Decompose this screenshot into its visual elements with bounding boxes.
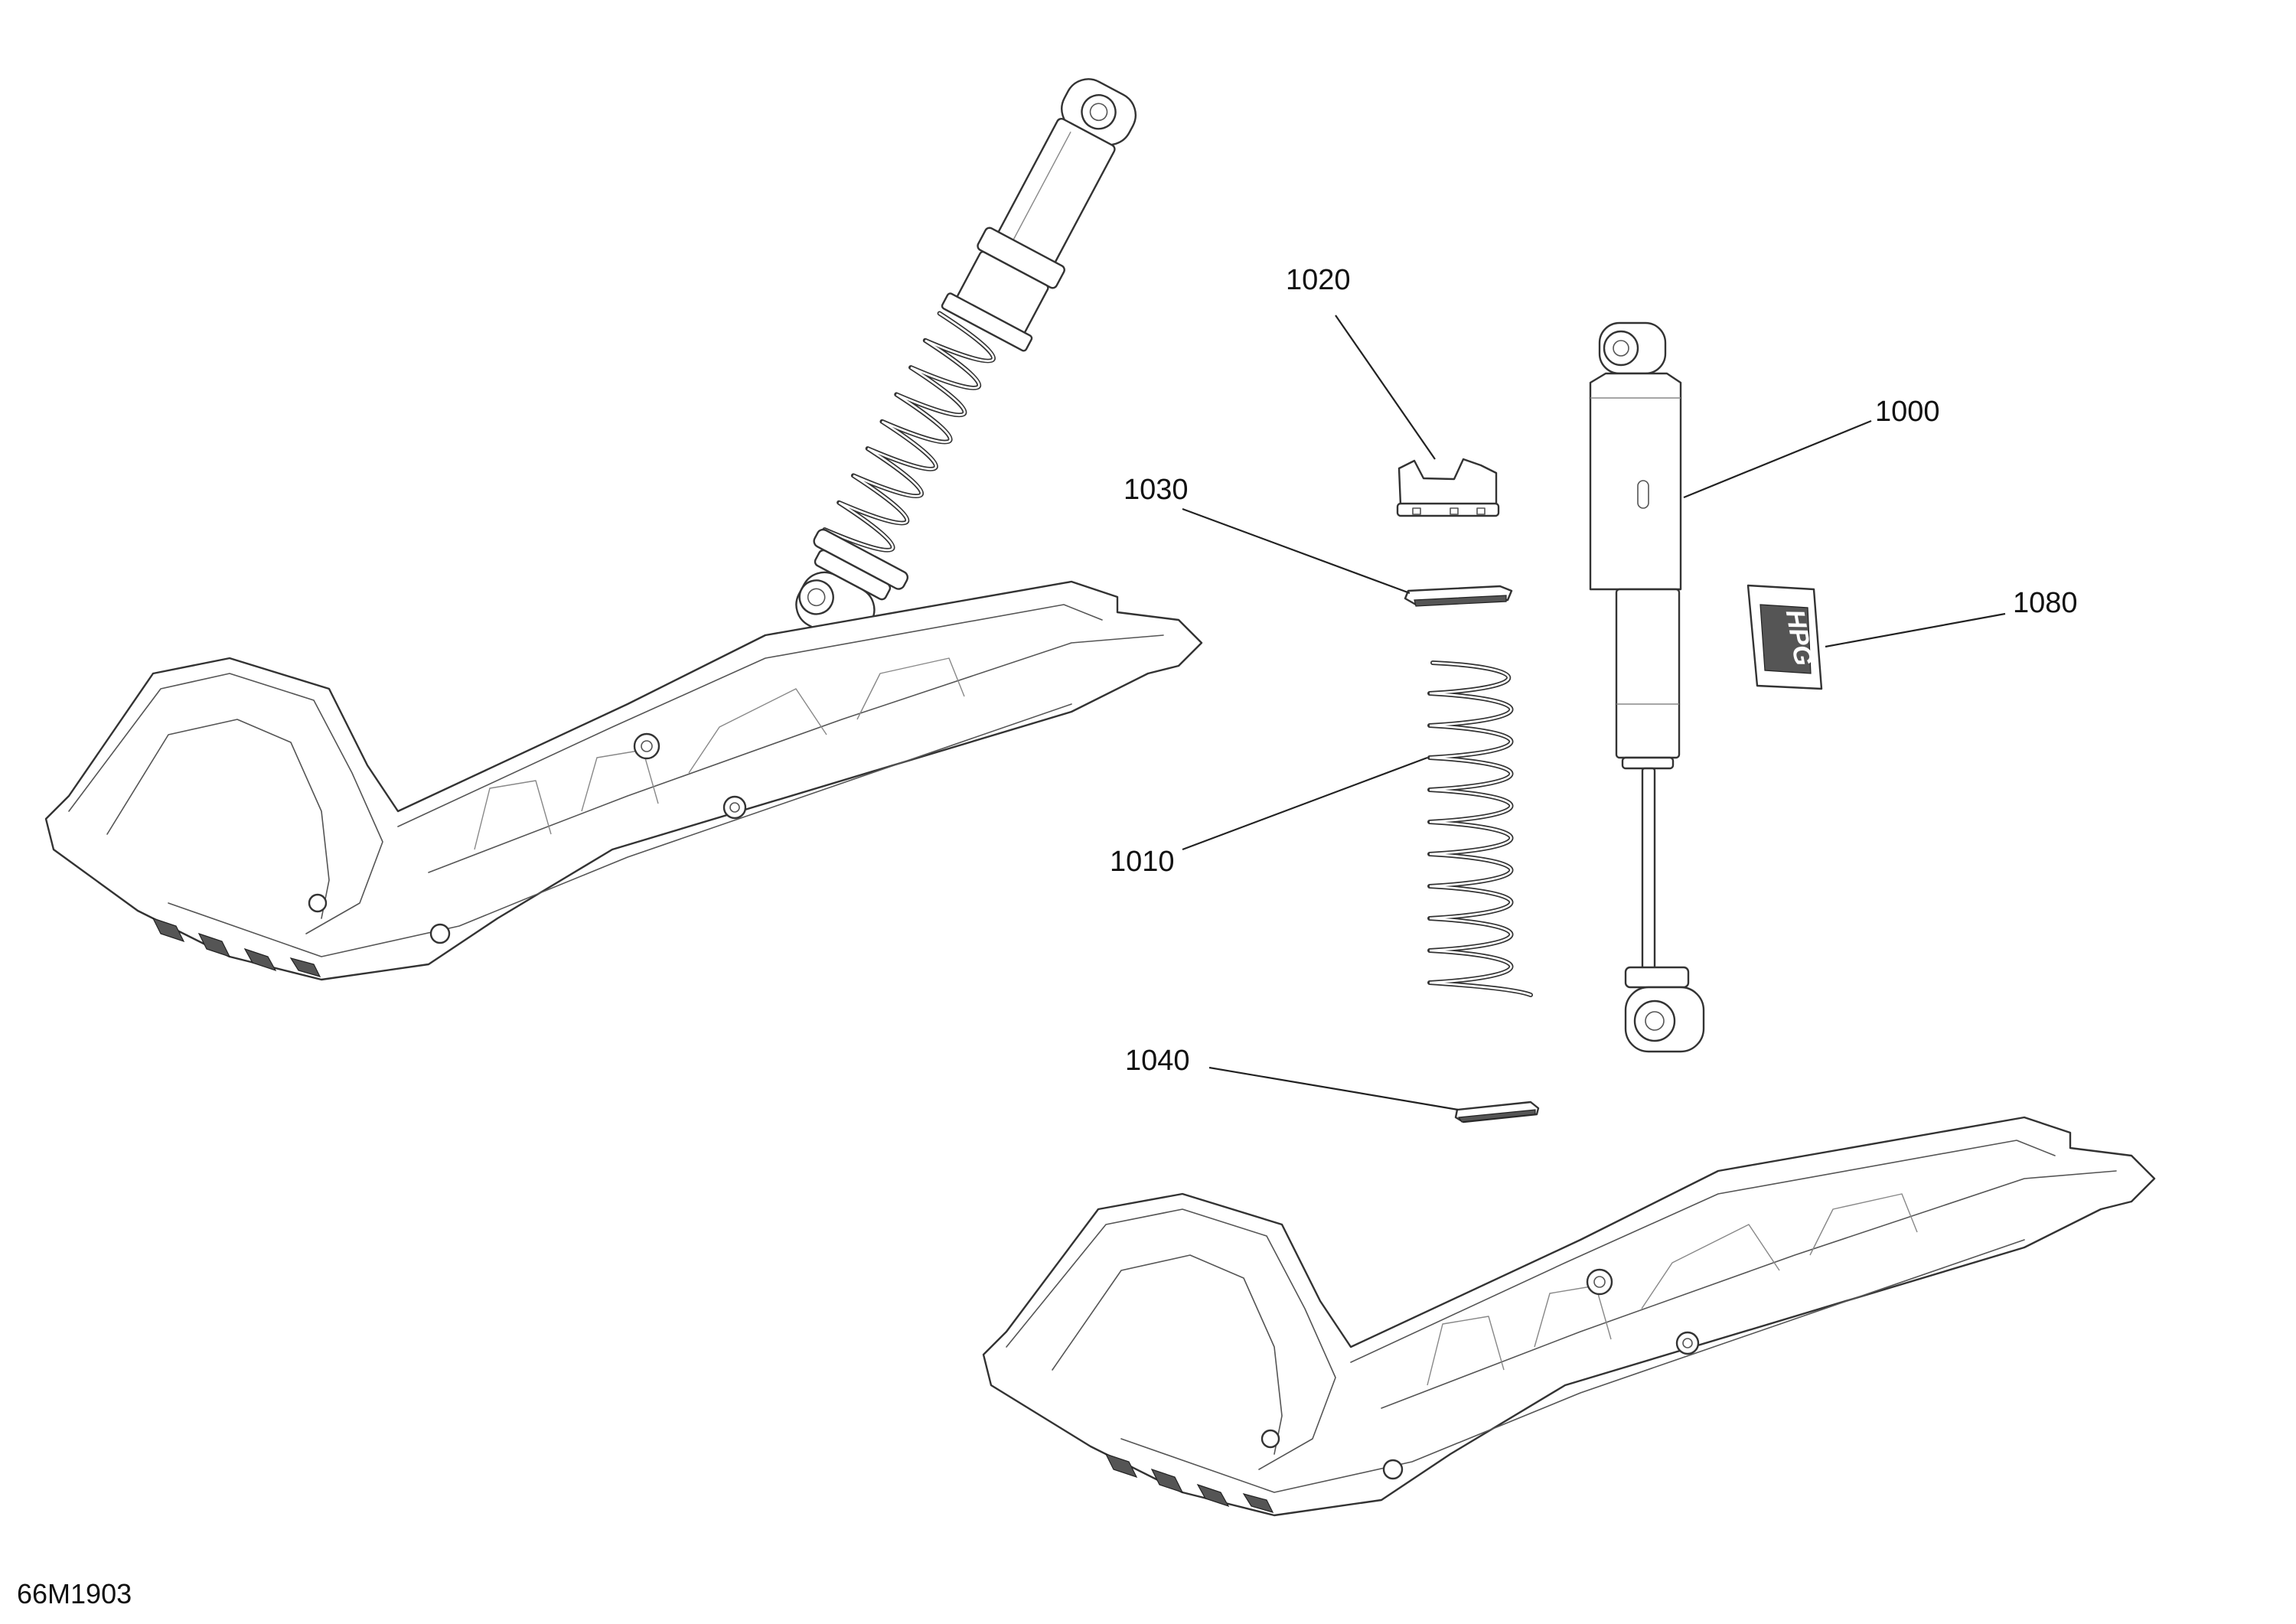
- coil-spring: [822, 311, 996, 553]
- shock-rod: [1641, 767, 1656, 970]
- ski-right: [982, 1116, 2156, 1517]
- callout-1000: 1000: [1875, 396, 1940, 428]
- leader-1030: [1182, 507, 1411, 595]
- part-1080-decal: HPG: [1746, 584, 1823, 690]
- leader-1020: [1335, 315, 1436, 460]
- callout-1030: 1030: [1124, 474, 1189, 506]
- callout-1020: 1020: [1286, 264, 1351, 296]
- part-1010-coil-spring: [1427, 660, 1533, 997]
- figure-id: 66M1903: [17, 1578, 132, 1609]
- ski-left: [44, 580, 1203, 981]
- assembled-shock-absorber: [795, 78, 1137, 644]
- leader-1080: [1825, 612, 2006, 648]
- leader-1010: [1182, 756, 1428, 851]
- leader-1040: [1208, 1066, 1459, 1111]
- callout-1010: 1010: [1110, 846, 1175, 878]
- shock-body: [1589, 372, 1682, 591]
- leader-lines: [1182, 315, 2006, 1111]
- part-1040-clip: [1454, 1101, 1540, 1123]
- part-1000-shock-absorber: [1589, 321, 1705, 1053]
- part-1030-washer: [1404, 585, 1513, 607]
- part-1020-spring-retainer: [1396, 458, 1500, 517]
- callout-1040: 1040: [1125, 1045, 1190, 1077]
- callout-1080: 1080: [2013, 587, 2078, 619]
- leader-1000: [1683, 419, 1872, 499]
